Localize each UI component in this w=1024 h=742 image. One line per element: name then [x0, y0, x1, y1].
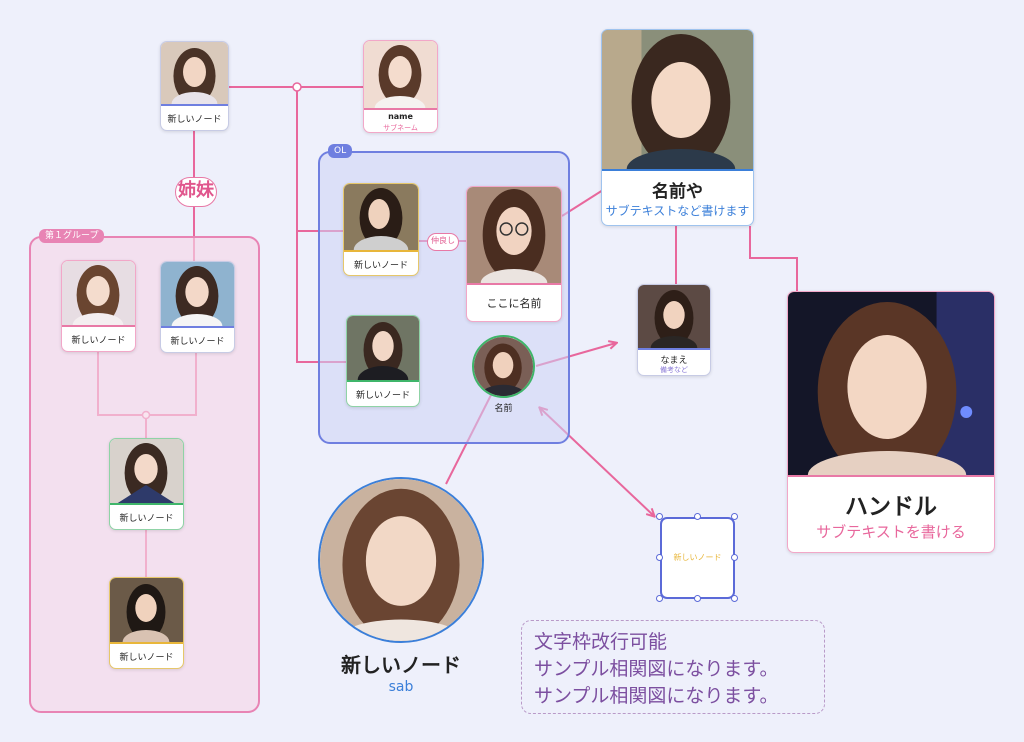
portrait-photo — [110, 578, 183, 644]
node-big-circle[interactable] — [318, 477, 484, 643]
node-namae[interactable]: なまえ 備考など — [637, 284, 711, 376]
node-top-left[interactable]: 新しいノード — [160, 41, 229, 131]
node-label: ハンドル — [845, 494, 937, 520]
node-ol-glasses[interactable]: ここに名前 — [466, 186, 562, 322]
node-label: 新しいノード — [71, 336, 126, 346]
link-bigtop-handle — [749, 226, 798, 292]
portrait-photo — [161, 262, 234, 328]
portrait-photo — [364, 41, 437, 110]
node-g1-bottom[interactable]: 新しいノード — [109, 577, 184, 669]
junction-dot — [292, 82, 302, 92]
resize-handle[interactable] — [731, 595, 738, 602]
node-subtext: サブテキストを書ける — [816, 523, 966, 541]
resize-handle[interactable] — [731, 554, 738, 561]
node-label: 新しいノード — [119, 514, 174, 524]
group-1-tag: 第１グループ — [39, 229, 105, 243]
note-line: サンプル相関図になります。 — [534, 658, 779, 680]
portrait-photo — [320, 479, 482, 641]
node-ol-circle[interactable] — [472, 335, 535, 398]
node-subtext: サブネーム — [383, 124, 418, 132]
resize-handle[interactable] — [731, 513, 738, 520]
node-g1-middle[interactable]: 新しいノード — [109, 438, 184, 530]
node-selected-empty[interactable]: 新しいノード — [660, 517, 735, 599]
resize-handle[interactable] — [656, 513, 663, 520]
node-label: 新しいノード — [673, 553, 722, 562]
note-line: 文字枠改行可能 — [534, 631, 668, 653]
resize-handle[interactable] — [694, 513, 701, 520]
portrait-photo — [467, 187, 561, 285]
node-ol-lower[interactable]: 新しいノード — [346, 315, 420, 407]
node-subtext: サブテキストなど書けます — [605, 204, 750, 218]
node-big-circle-label: 新しいノード — [341, 653, 461, 677]
node-big-top-right[interactable]: 名前や サブテキストなど書けます — [601, 29, 754, 226]
note-textbox[interactable]: 文字枠改行可能 サンプル相関図になります。 サンプル相関図になります。 — [521, 620, 825, 714]
node-label: 新しいノード — [119, 653, 174, 663]
portrait-photo — [161, 42, 228, 106]
portrait-photo — [344, 184, 418, 252]
node-label: name — [388, 112, 413, 121]
relation-label-sisters[interactable]: 姉妹 — [175, 177, 217, 207]
node-g1-right[interactable]: 新しいノード — [160, 261, 235, 353]
portrait-photo — [638, 285, 710, 350]
portrait-photo — [62, 261, 135, 327]
node-handle[interactable]: ハンドル サブテキストを書ける — [787, 291, 995, 553]
group-ol-tag: OL — [328, 144, 353, 158]
node-label: 新しいノード — [170, 337, 225, 347]
resize-handle[interactable] — [694, 595, 701, 602]
portrait-photo — [110, 439, 183, 505]
node-ol-circle-label: 名前 — [494, 404, 513, 414]
node-label: 新しいノード — [353, 261, 408, 271]
portrait-photo — [347, 316, 419, 382]
relation-label-close-friends[interactable]: 仲良し — [427, 233, 459, 251]
node-label: ここに名前 — [486, 297, 542, 310]
node-ol-upper[interactable]: 新しいノード — [343, 183, 419, 276]
node-label: 名前や — [652, 182, 703, 202]
resize-handle[interactable] — [656, 595, 663, 602]
node-label: 新しいノード — [167, 115, 222, 125]
node-big-circle-subtext: sab — [388, 679, 414, 695]
node-label: 新しいノード — [355, 391, 410, 401]
node-label: なまえ — [660, 356, 688, 366]
node-subtext: 備考など — [660, 366, 688, 374]
resize-handle[interactable] — [656, 554, 663, 561]
node-g1-left[interactable]: 新しいノード — [61, 260, 136, 352]
note-line: サンプル相関図になります。 — [534, 685, 779, 707]
node-name[interactable]: name サブネーム — [363, 40, 438, 133]
portrait-photo — [602, 30, 753, 171]
portrait-photo — [788, 292, 994, 477]
portrait-photo — [474, 337, 533, 396]
